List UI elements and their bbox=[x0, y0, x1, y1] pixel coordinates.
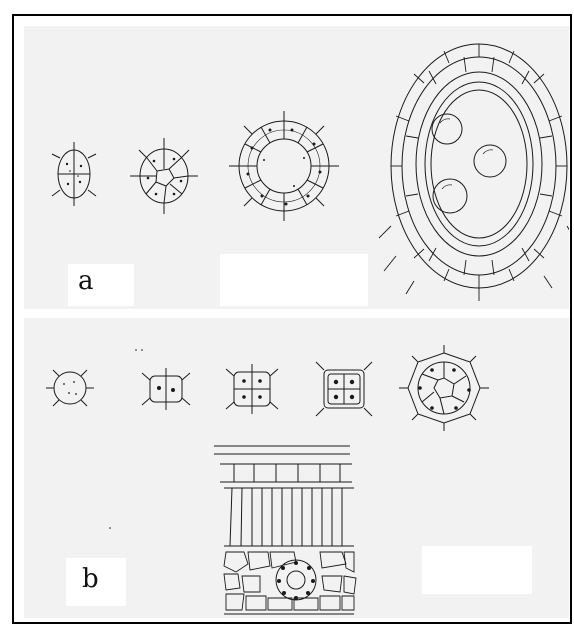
stage-1-cell-cluster bbox=[52, 142, 96, 206]
stage-1-initial-cell bbox=[46, 370, 94, 406]
stage-4-secretory-cavity bbox=[379, 44, 569, 301]
panel-label-b: b bbox=[82, 566, 99, 592]
stage-2-cell-ring bbox=[130, 138, 198, 214]
stage-4-cell-group bbox=[316, 362, 372, 416]
blank-box-a bbox=[220, 254, 368, 306]
blank-box-b bbox=[422, 546, 532, 594]
stage-2-two-cells bbox=[142, 368, 190, 410]
stage-5-cell-ring bbox=[399, 345, 489, 431]
figure-frame: a bbox=[12, 14, 572, 624]
panel-label-a: a bbox=[78, 268, 94, 294]
panel-b: b bbox=[24, 318, 569, 618]
stage-3-cell-ring bbox=[229, 111, 339, 221]
panel-a: a bbox=[24, 26, 569, 309]
stage-3-four-cells bbox=[226, 364, 278, 414]
stray-marks bbox=[109, 349, 143, 529]
leaf-cross-section bbox=[214, 446, 356, 614]
